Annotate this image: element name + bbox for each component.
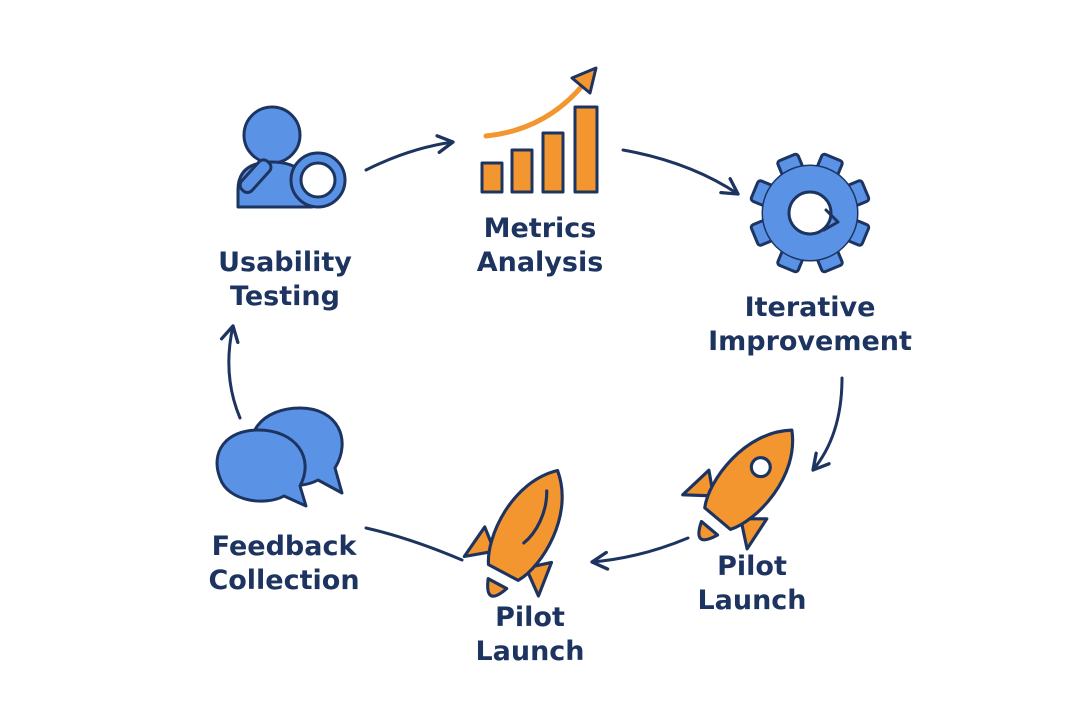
arrow-testing-to-metrics <box>364 134 455 172</box>
arrow-feedback-to-testing <box>219 324 242 420</box>
stage-label-metrics-analysis: Metrics Analysis <box>476 213 604 278</box>
arrow-pilot-to-pilot <box>590 536 690 571</box>
arrow-metrics-to-improvement <box>621 148 740 196</box>
stage-label-feedback-collection: Feedback Collection <box>208 531 360 596</box>
arrow-pilot-to-feedback <box>364 526 464 562</box>
gear-refresh-icon <box>749 152 871 274</box>
bar-chart-growth-icon <box>480 66 599 194</box>
arrow-improvement-to-pilot <box>811 376 844 472</box>
cycle-arrows <box>219 134 844 571</box>
stage-label-iterative-improvement: Iterative Improvement <box>708 292 912 357</box>
user-magnifier-icon <box>236 105 347 209</box>
stage-label-pilot-launch-right: Pilot Launch <box>697 551 807 616</box>
rocket-icon <box>681 428 795 551</box>
stage-label-usability-testing: Usability Testing <box>218 247 352 312</box>
stage-label-pilot-launch-bottom: Pilot Launch <box>475 602 585 667</box>
speech-bubbles-icon <box>215 406 344 508</box>
rocket-icon <box>462 468 564 598</box>
